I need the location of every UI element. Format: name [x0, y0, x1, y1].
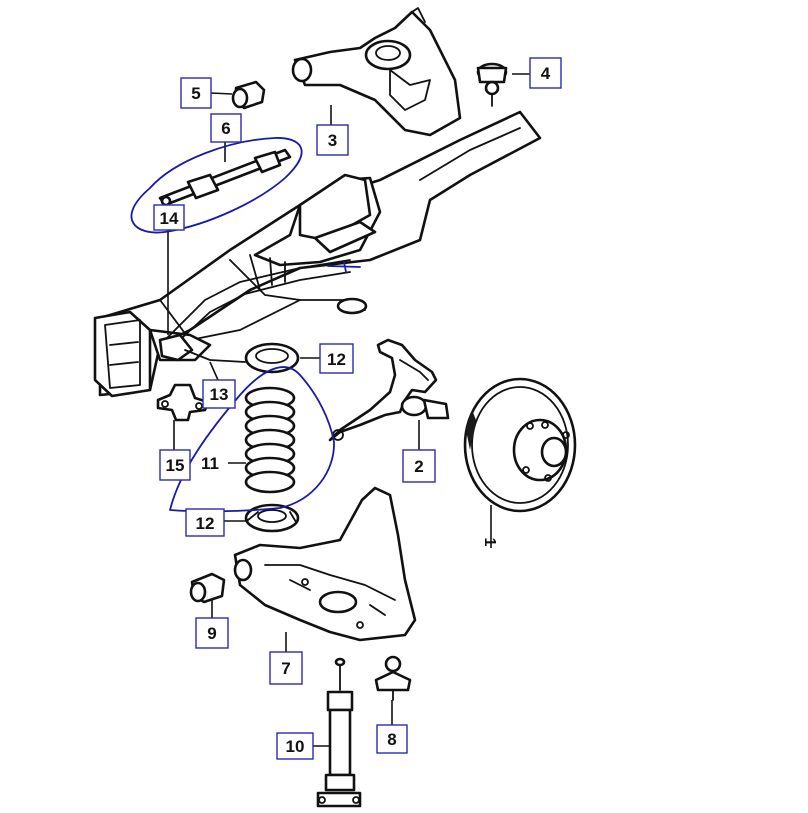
- callout-3-label: 3: [328, 131, 337, 150]
- ink-circle-spring: [169, 366, 335, 513]
- callout-12-bottom-label: 12: [196, 514, 215, 533]
- callout-5: 5: [180, 77, 212, 109]
- lower-ball-joint: [374, 655, 412, 701]
- callout-9-label: 9: [207, 624, 216, 643]
- shock-absorber: [316, 657, 362, 808]
- callout-10-label: 10: [286, 737, 305, 756]
- callout-12-top-label: 12: [327, 350, 346, 369]
- callout-1-label: 1: [481, 538, 498, 547]
- frame-crossmember: [93, 110, 542, 398]
- lower-bushing: [189, 572, 226, 604]
- callout-7-label: 7: [281, 659, 290, 678]
- callout-6-label: 6: [221, 119, 230, 138]
- upper-control-arm: [291, 7, 462, 137]
- lower-control-arm: [233, 486, 417, 642]
- callout-6: 6: [210, 113, 242, 143]
- callout-7: 7: [269, 651, 303, 685]
- stabilizer-bracket: [156, 383, 210, 422]
- ink-mark-frame: [327, 261, 361, 273]
- callout-12-bottom: 12: [185, 508, 225, 537]
- callout-11: 11: [201, 454, 219, 473]
- callout-12-top: 12: [319, 343, 354, 374]
- callout-4-label: 4: [541, 64, 551, 83]
- callout-13-label: 13: [210, 385, 229, 404]
- callout-3: 3: [316, 124, 349, 156]
- upper-bushing: [231, 80, 266, 110]
- callout-8-label: 8: [387, 730, 396, 749]
- callout-2-label: 2: [414, 457, 423, 476]
- callout-9: 9: [195, 617, 229, 649]
- callout-8: 8: [376, 724, 408, 754]
- ink-annotations: [130, 137, 361, 513]
- pivot-shaft: [158, 148, 292, 207]
- spring-insulator-bottom: [244, 503, 300, 533]
- callout-14-label: 14: [160, 209, 179, 228]
- leader-lines: [167, 73, 530, 747]
- callout-11-label: 11: [201, 454, 219, 473]
- callout-15: 15: [159, 449, 191, 481]
- callout-10: 10: [276, 732, 314, 760]
- callout-5-label: 5: [191, 84, 200, 103]
- callout-1: 1: [481, 538, 498, 547]
- callout-14: 14: [153, 204, 185, 231]
- callout-4: 4: [529, 57, 562, 89]
- brake-rotor: [463, 377, 577, 513]
- stabilizer-bar: [158, 259, 351, 363]
- upper-ball-joint: [476, 62, 508, 107]
- ink-circle-shaft: [130, 137, 303, 234]
- spring-insulator-top: [244, 342, 300, 374]
- callout-15-label: 15: [166, 456, 185, 475]
- callout-13: 13: [202, 379, 236, 409]
- callout-2: 2: [402, 449, 436, 483]
- coil-spring: [244, 386, 296, 494]
